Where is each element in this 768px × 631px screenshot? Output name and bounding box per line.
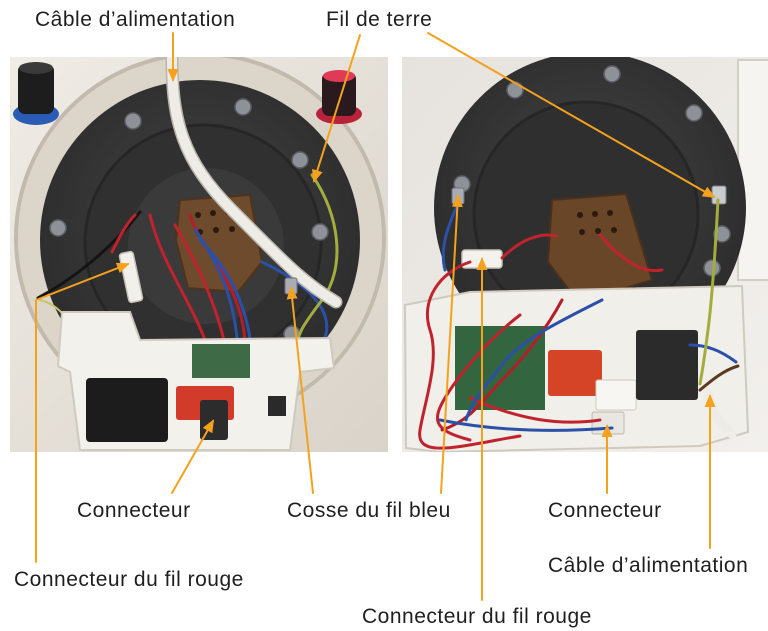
right-photo <box>402 57 768 452</box>
left-connector-block <box>200 400 228 440</box>
bolt <box>603 65 621 83</box>
left-thermostat-pad <box>174 193 264 294</box>
label-red-wire-connector-bottom: Connecteur du fil rouge <box>362 605 592 628</box>
right-blue-wire <box>464 298 604 422</box>
left-red-wire <box>110 213 137 254</box>
arrow-earth-wire-left <box>312 34 361 183</box>
bolt <box>311 223 329 241</box>
label-power-cable-right: Câble d’alimentation <box>548 554 748 577</box>
hole <box>210 210 216 216</box>
left-red-knob <box>316 70 362 124</box>
left-black-wire <box>36 210 142 300</box>
label-connector-right: Connecteur <box>548 499 662 522</box>
arrow-earth-wire-right <box>427 32 716 198</box>
arrow-connector-left <box>171 419 214 494</box>
bolt <box>49 219 67 237</box>
blue-knob-top <box>19 62 53 74</box>
arrow-blue-wire-lug-left <box>286 286 314 494</box>
left-pcb <box>192 344 250 378</box>
red-knob-top <box>323 70 355 82</box>
right-blue-lug-wire <box>441 202 460 272</box>
right-red-wire <box>598 233 664 273</box>
right-flange-bolts <box>453 65 731 277</box>
blue-knob-body <box>18 64 54 114</box>
hole <box>213 227 219 233</box>
arrow-blue-wire-lug-right <box>440 194 463 494</box>
right-earth-wire <box>698 198 720 386</box>
hole <box>592 211 598 217</box>
hole <box>195 212 201 218</box>
label-power-cable-top: Câble d’alimentation <box>35 8 235 31</box>
hole <box>607 210 613 216</box>
right-red-wire <box>500 233 558 260</box>
right-dark-component <box>636 330 698 400</box>
right-blue-wire <box>688 343 738 364</box>
hole <box>595 228 601 234</box>
hole <box>229 226 235 232</box>
red-knob-body <box>322 72 356 116</box>
right-red-wire <box>418 260 522 450</box>
hole <box>611 227 617 233</box>
arrow-red-wire-connector-left <box>35 262 130 563</box>
left-terminal-strip <box>268 396 286 416</box>
label-blue-wire-lug: Cosse du fil bleu <box>287 499 451 522</box>
left-black-block <box>86 378 168 442</box>
bolt <box>234 98 252 116</box>
label-earth-wire: Fil de terre <box>326 8 432 31</box>
label-red-wire-connector-left: Connecteur du fil rouge <box>14 568 244 591</box>
bolt <box>124 112 142 130</box>
bolt <box>713 225 731 243</box>
right-blue-wire <box>438 418 614 432</box>
right-white-bracket <box>737 59 768 281</box>
hole <box>579 229 585 235</box>
left-photo <box>10 57 388 452</box>
right-white-relay <box>595 379 637 411</box>
bolt <box>703 259 721 277</box>
left-blue-knob <box>13 62 59 125</box>
label-connector-left: Connecteur <box>77 499 191 522</box>
hole <box>577 212 583 218</box>
right-red-block <box>548 350 602 396</box>
bolt <box>506 81 524 99</box>
bolt <box>685 104 703 122</box>
right-red-wire <box>468 396 602 424</box>
right-thermostat-holes <box>577 210 617 235</box>
left-power-cable <box>167 57 341 307</box>
bolt <box>291 151 309 169</box>
right-brown-wire <box>698 364 740 392</box>
